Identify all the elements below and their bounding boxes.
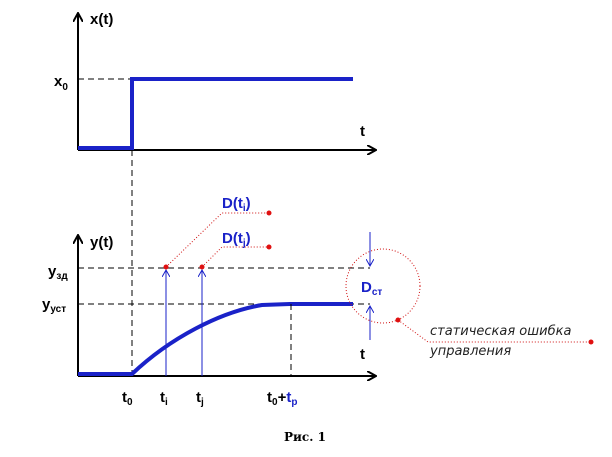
d-tj-leader-dot <box>266 244 272 250</box>
note-line-1: статическая ошибка <box>430 324 571 339</box>
d-ti-leader <box>165 212 268 268</box>
bottom-y-axis-label: y(t) <box>90 234 113 251</box>
d-ti-leader-dot <box>266 210 272 216</box>
d-tj-leader <box>201 246 268 268</box>
tick-tj: tj <box>196 389 204 408</box>
tick-ti: ti <box>160 389 168 408</box>
d-ti-label: D(ti) <box>222 195 251 214</box>
tick-t0-plus-tp: t0+tр <box>267 389 297 408</box>
top-y-axis-label: x(t) <box>90 11 113 28</box>
static-error-circle <box>345 248 421 324</box>
note-leader <box>397 319 590 343</box>
top-x-axis-label: t <box>360 123 365 140</box>
top-step-signal <box>78 77 353 150</box>
note-line-2: управления <box>429 344 511 359</box>
bottom-x-axis-label: t <box>360 346 365 363</box>
response-curve <box>78 302 353 376</box>
top-level-label: x0 <box>54 73 68 93</box>
d-tj-label: D(tj) <box>222 230 251 249</box>
tick-t0: t0 <box>122 389 133 408</box>
steady-state-label: yуст <box>42 296 66 315</box>
static-error-label: Dст <box>361 279 382 298</box>
setpoint-label: yзд <box>48 263 68 282</box>
figure-caption: Рис. 1 <box>284 430 326 444</box>
note-end-dot <box>588 339 594 345</box>
